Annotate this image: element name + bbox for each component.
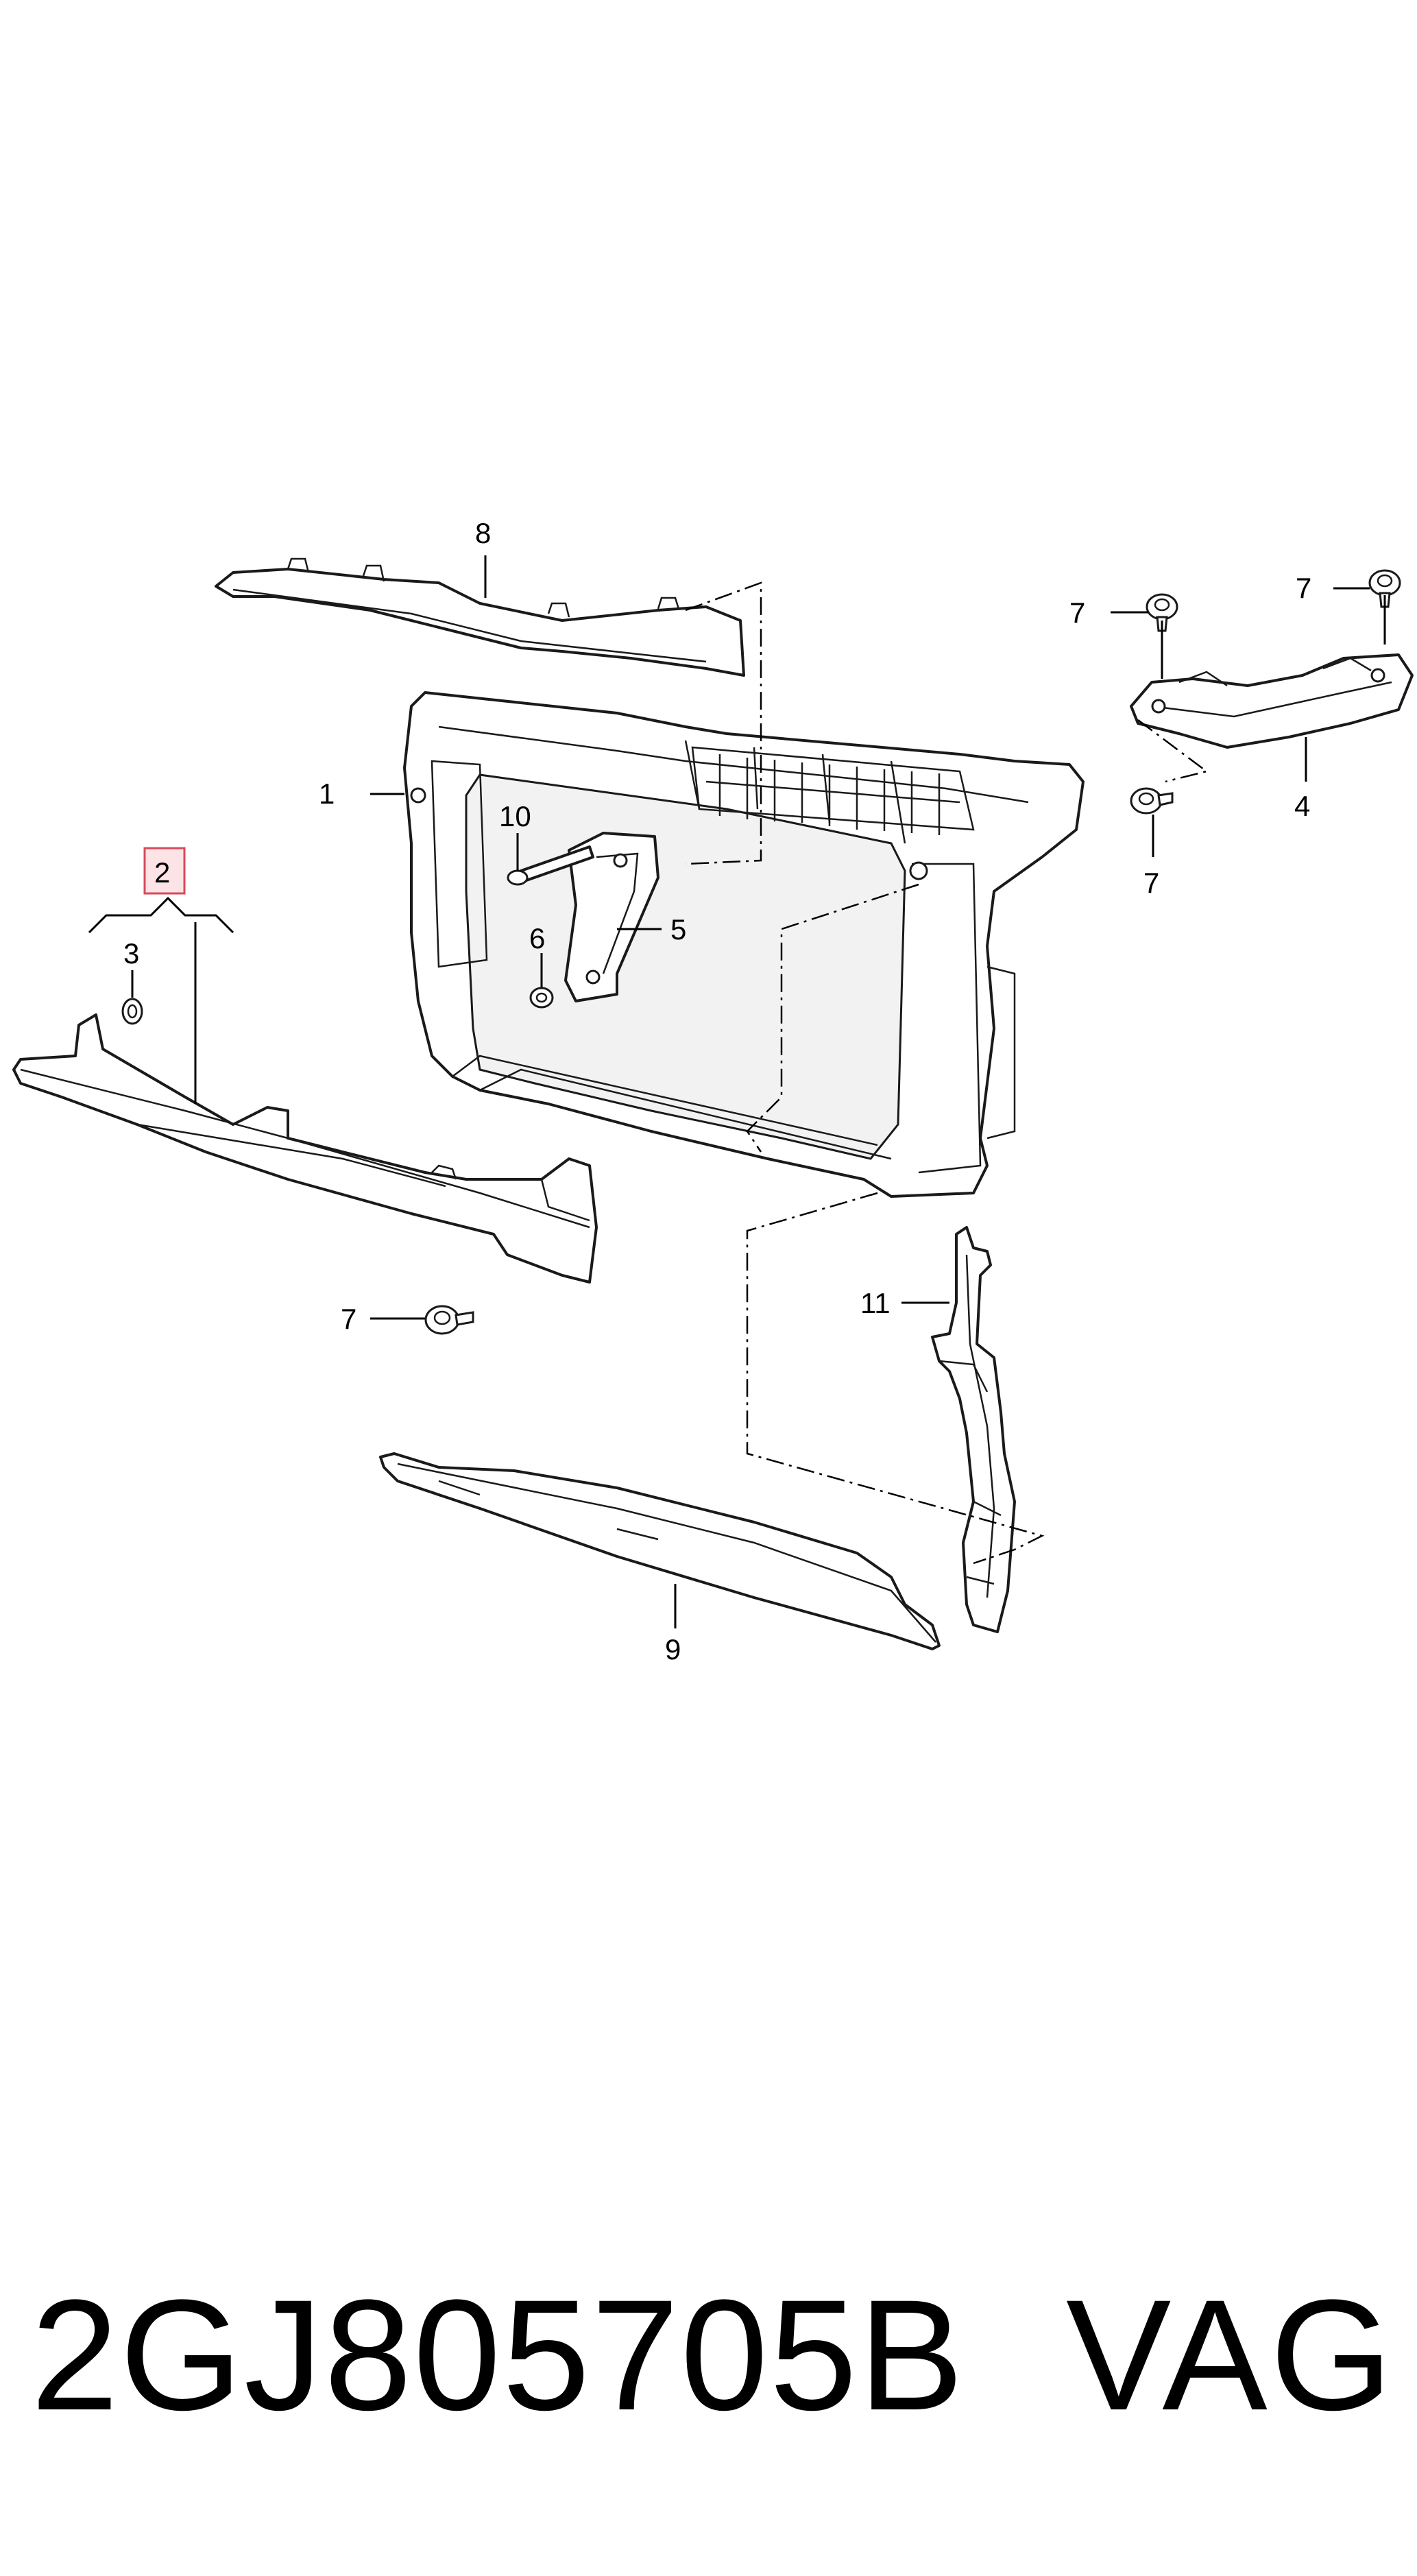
callout-3: 3	[123, 937, 139, 970]
part-1-lock-carrier	[403, 691, 1085, 1198]
fastener-7-top-right	[1368, 569, 1401, 608]
assembly-line-9-to-1	[746, 883, 919, 1153]
part-2-lower-strip	[12, 1013, 598, 1284]
callout-4: 4	[1294, 790, 1310, 822]
assembly-line-8-to-1	[685, 581, 762, 865]
callout-2-highlight	[143, 847, 186, 895]
callout-6: 6	[529, 922, 545, 954]
part-3-clip	[121, 998, 143, 1025]
callout-8: 8	[475, 517, 491, 549]
part-8-upper-trim	[215, 557, 745, 677]
fastener-7-mid-right	[1130, 787, 1174, 815]
fastener-7-lower	[424, 1305, 474, 1335]
callout-7-top-left: 7	[1069, 597, 1085, 629]
brand-name: VAG	[1066, 2267, 1396, 2443]
callout-2: 2	[154, 856, 170, 889]
callout-5: 5	[670, 913, 686, 946]
part-11-side-guide	[931, 1226, 1016, 1633]
callout-1: 1	[319, 778, 335, 810]
part-4-side-bracket	[1130, 653, 1414, 749]
callout-7-mid-right: 7	[1143, 867, 1159, 899]
part-5-bracket	[564, 832, 659, 1002]
callout-10: 10	[499, 800, 531, 832]
part-number: 2GJ805705B	[31, 2267, 965, 2443]
callout-11: 11	[860, 1287, 891, 1319]
part-6-nut	[529, 987, 554, 1009]
callout-9: 9	[665, 1633, 681, 1665]
assembly-line-9-11	[746, 1192, 1045, 1565]
callout-7-top-right: 7	[1296, 572, 1311, 604]
callout-7-lower: 7	[341, 1303, 356, 1335]
bracket-group-2	[88, 896, 234, 934]
part-9-lower-deflector	[379, 1452, 941, 1650]
